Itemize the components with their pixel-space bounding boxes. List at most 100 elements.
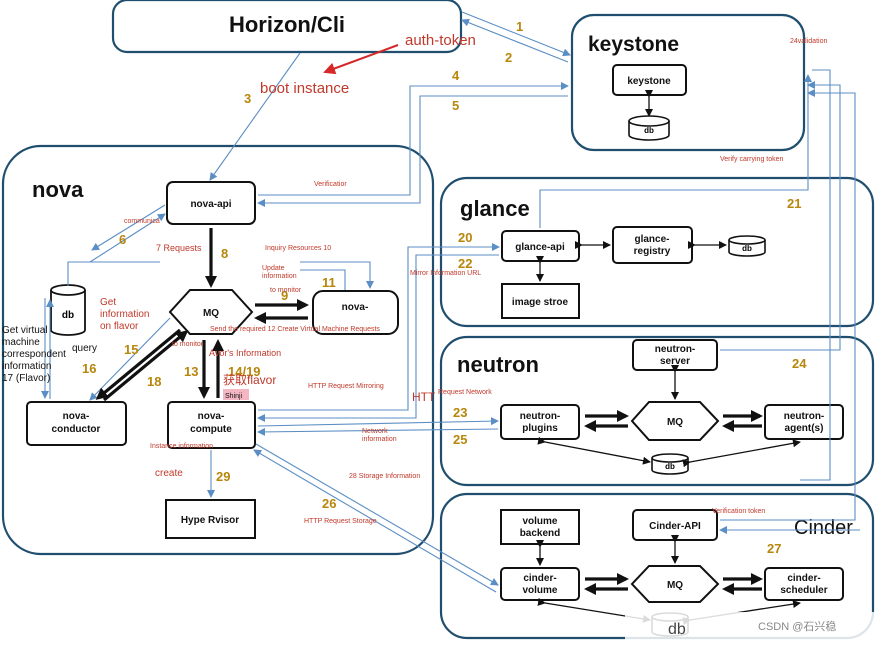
cinder-scheduler-box xyxy=(764,567,844,601)
watermark-label: CSDN @石兴稳 xyxy=(758,619,836,633)
nova-conductor-box xyxy=(26,401,127,446)
nova-scheduler-label: nova- xyxy=(342,302,369,313)
hypervisor-label: Hype Rvisor xyxy=(181,515,239,526)
neutron-db: db xyxy=(651,453,689,475)
step-2: 2 xyxy=(505,50,512,65)
step-3: 3 xyxy=(244,91,251,106)
keystone-frame xyxy=(570,13,806,152)
glance-registry-box xyxy=(612,226,693,264)
instance-info-label: Instance information xyxy=(150,443,213,450)
nova-api-box xyxy=(166,181,256,225)
verify-token-label: Verify carrying token xyxy=(720,156,784,163)
step-18: 18 xyxy=(147,374,161,389)
create-label: create xyxy=(155,468,183,479)
request-network-label: Request Network xyxy=(438,389,492,396)
requests-7-label: 7 Requests xyxy=(156,243,202,253)
glance-api-label: glance-api xyxy=(515,242,565,253)
svg-text:db: db xyxy=(742,244,752,253)
step-13: 13 xyxy=(184,364,198,379)
verification-token-label: Verification token xyxy=(712,508,765,515)
neutron-server-label: neutron-server xyxy=(655,344,696,367)
shinji-label: Shinji xyxy=(225,393,243,400)
step-29: 29 xyxy=(216,469,230,484)
step-22: 22 xyxy=(458,256,472,271)
nova-compute-box xyxy=(167,401,256,449)
neutron-agents-box xyxy=(764,404,844,440)
step-4: 4 xyxy=(452,68,460,83)
keystone-label: keystone xyxy=(627,76,671,87)
verification-label: Verificatior xyxy=(314,181,347,188)
step-6: 6 xyxy=(119,232,126,247)
nova-mq-label: MQ xyxy=(203,308,219,319)
db-cut-label: db xyxy=(668,621,686,638)
cinder-mq-label: MQ xyxy=(667,580,683,591)
http-partial-label: HTT xyxy=(412,390,436,404)
keystone-title: keystone xyxy=(588,33,679,56)
glance-registry-label: glance-registry xyxy=(634,234,671,257)
auth-token-arrow xyxy=(323,44,399,75)
get-flavor-cn-label: 获取flavor xyxy=(223,373,276,387)
step-27: 27 xyxy=(767,541,781,556)
step-14-19: 14/19 xyxy=(228,364,261,379)
svg-text:db: db xyxy=(62,310,74,321)
query-label: query xyxy=(72,343,97,354)
neutron-plugins-label: neutron-plugins xyxy=(520,411,561,434)
watermark-bg xyxy=(625,612,875,641)
glance-title: glance xyxy=(460,196,530,221)
validation-24-label: 24validation xyxy=(790,38,827,45)
step-15: 15 xyxy=(124,342,138,357)
neutron-title: neutron xyxy=(457,352,539,377)
mirror-info-url-label: Mirror Information URL xyxy=(410,270,481,277)
step-8: 8 xyxy=(221,246,228,261)
shinji-highlight xyxy=(223,389,249,400)
nova-db: db xyxy=(50,284,86,336)
glance-db: db xyxy=(728,235,766,257)
image-store-label: image stroe xyxy=(512,297,569,308)
send-required-label: Send the required 12 Create Virtual Mach… xyxy=(210,326,380,333)
step-5: 5 xyxy=(452,98,459,113)
cinder-scheduler-label: cinder-scheduler xyxy=(780,573,827,596)
step-numbers: 1 2 3 4 5 6 8 9 11 13 14/19 15 16 18 20 … xyxy=(82,19,807,556)
communica-label: communica xyxy=(124,218,160,225)
http-request-storage-label: HTTP Request Storage xyxy=(304,518,377,525)
step-16: 16 xyxy=(82,361,96,376)
step-26: 26 xyxy=(322,496,336,511)
http-request-mirroring-label: HTTP Request Mirroring xyxy=(308,383,384,390)
flow-arrows xyxy=(41,11,860,593)
nova-compute-label: nova-compute xyxy=(190,411,232,435)
step-9: 9 xyxy=(281,288,288,303)
avors-info-label: Avor's Information xyxy=(209,348,281,358)
auth-token-label: auth-token xyxy=(405,32,476,49)
boot-instance-label: boot instance xyxy=(260,80,349,97)
svg-text:db: db xyxy=(644,126,654,135)
cinder-volume-label: cinder-volume xyxy=(522,573,557,596)
step-21: 21 xyxy=(787,196,801,211)
horizon-title: Horizon/Cli xyxy=(229,12,345,37)
image-store-box xyxy=(501,283,580,319)
cinder-title: Cinder xyxy=(794,517,853,539)
step-1: 1 xyxy=(516,19,523,34)
neutron-mq-label: MQ xyxy=(667,417,683,428)
cinder-api-label: Cinder-API xyxy=(649,521,701,532)
nova-scheduler-box xyxy=(312,290,399,335)
to-monitor-2-label: to monitor xyxy=(172,341,204,348)
neutron-agents-label: neutron-agent(s) xyxy=(784,411,825,434)
keystone-db: db xyxy=(628,115,670,141)
step-24: 24 xyxy=(792,356,807,371)
nova-conductor-label: nova-conductor xyxy=(52,411,101,435)
nova-mq-box xyxy=(168,289,254,335)
storage-info-28-label: 28 Storage Information xyxy=(349,473,420,480)
inquiry-resources-label: Inquiry Resources 10 xyxy=(265,245,331,252)
horizon-frame xyxy=(111,0,463,54)
step-23: 23 xyxy=(453,405,467,420)
step-11: 11 xyxy=(322,275,336,290)
nova-title: nova xyxy=(32,177,84,202)
nova-api-label: nova-api xyxy=(190,199,231,210)
to-monitor-label: to monitor xyxy=(270,287,302,294)
step-20: 20 xyxy=(458,230,472,245)
